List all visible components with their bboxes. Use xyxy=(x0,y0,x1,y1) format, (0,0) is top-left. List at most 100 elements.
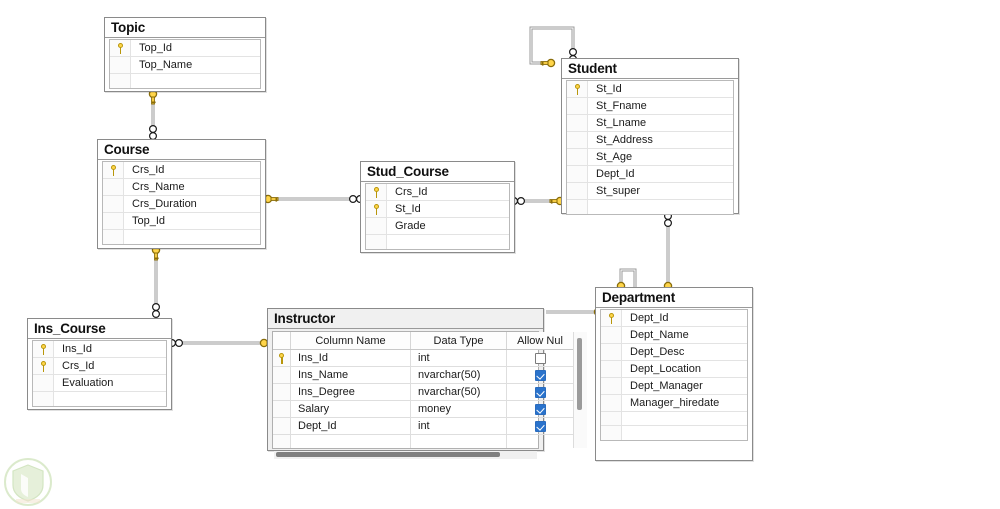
table-row[interactable]: Dept_Id xyxy=(567,166,733,183)
table-row[interactable]: Crs_Id xyxy=(103,162,260,179)
key-icon xyxy=(110,40,131,56)
table-row-empty xyxy=(103,230,260,244)
table-row-empty xyxy=(366,235,509,249)
key-icon xyxy=(273,350,291,366)
table-course[interactable]: Course Crs_Id Crs_Name Crs_Duration Top_… xyxy=(97,139,266,249)
column-name: Salary xyxy=(291,401,411,417)
table-row[interactable]: Dept_Location xyxy=(601,361,747,378)
empty-cell xyxy=(507,435,573,448)
table-ins-course-title: Ins_Course xyxy=(28,319,171,339)
column-name: Top_Id xyxy=(132,215,166,227)
table-row[interactable]: St_super xyxy=(567,183,733,200)
column-name: Crs_Id xyxy=(62,360,95,372)
table-stud-course[interactable]: Stud_Course Crs_Id St_Id Grade xyxy=(360,161,515,253)
column-name: St_super xyxy=(596,185,641,197)
no-key-cell xyxy=(567,115,588,131)
table-row[interactable]: Ins_Name nvarchar(50) xyxy=(273,367,573,384)
shield-watermark xyxy=(4,458,52,506)
header-data-type: Data Type xyxy=(411,332,507,349)
table-row[interactable]: Salary money xyxy=(273,401,573,418)
no-key-cell xyxy=(567,200,588,214)
scrollbar-thumb[interactable] xyxy=(577,338,582,410)
table-row[interactable]: Ins_Degree nvarchar(50) xyxy=(273,384,573,401)
no-key-cell xyxy=(567,149,588,165)
column-name: Ins_Degree xyxy=(291,384,411,400)
instructor-grid-header: Column Name Data Type Allow Nul xyxy=(273,332,573,350)
table-row[interactable]: Ins_Id int xyxy=(273,350,573,367)
table-row[interactable]: St_Fname xyxy=(567,98,733,115)
column-name: Dept_Name xyxy=(630,329,689,341)
table-row[interactable]: St_Address xyxy=(567,132,733,149)
empty-cell xyxy=(411,435,507,448)
table-row[interactable]: Dept_Name xyxy=(601,327,747,344)
column-name: St_Fname xyxy=(596,100,647,112)
table-stud-course-title: Stud_Course xyxy=(361,162,514,182)
instructor-grid[interactable]: Column Name Data Type Allow Nul Ins_Id i… xyxy=(272,331,587,449)
table-row[interactable]: Evaluation xyxy=(33,375,166,392)
scrollbar-thumb[interactable] xyxy=(276,452,500,457)
table-row[interactable]: Crs_Id xyxy=(33,358,166,375)
table-row[interactable]: Top_Name xyxy=(110,57,260,74)
no-key-cell xyxy=(273,384,291,400)
instructor-grid-main: Column Name Data Type Allow Nul Ins_Id i… xyxy=(273,332,573,448)
table-row[interactable]: Dept_Manager xyxy=(601,378,747,395)
allow-nulls-checkbox[interactable] xyxy=(507,384,573,400)
key-icon xyxy=(567,81,588,97)
column-name: St_Address xyxy=(596,134,653,146)
column-name: St_Id xyxy=(596,83,622,95)
relationship-key-topic-course xyxy=(148,89,158,105)
no-key-cell xyxy=(601,361,622,377)
column-name: St_Age xyxy=(596,151,633,163)
table-row[interactable]: Dept_Id int xyxy=(273,418,573,435)
column-name: Dept_Manager xyxy=(630,380,703,392)
table-row[interactable]: Ins_Id xyxy=(33,341,166,358)
table-topic[interactable]: Topic Top_Id Top_Name xyxy=(104,17,266,92)
table-topic-columns: Top_Id Top_Name xyxy=(109,39,261,89)
table-row[interactable]: St_Lname xyxy=(567,115,733,132)
no-key-cell xyxy=(33,392,54,406)
allow-nulls-checkbox[interactable] xyxy=(507,401,573,417)
table-row[interactable]: Crs_Duration xyxy=(103,196,260,213)
table-row[interactable]: Grade xyxy=(366,218,509,235)
column-name: Dept_Id xyxy=(596,168,635,180)
header-key-col xyxy=(273,332,291,349)
table-row[interactable]: Manager_hiredate xyxy=(601,395,747,412)
table-ins-course[interactable]: Ins_Course Ins_Id Crs_Id Evaluation xyxy=(27,318,172,410)
table-row[interactable]: Dept_Desc xyxy=(601,344,747,361)
allow-nulls-checkbox[interactable] xyxy=(507,418,573,434)
table-row[interactable]: Crs_Id xyxy=(366,184,509,201)
column-name: Ins_Id xyxy=(291,350,411,366)
table-row[interactable]: Top_Id xyxy=(103,213,260,230)
column-name: Top_Id xyxy=(139,42,173,54)
table-row[interactable]: Crs_Name xyxy=(103,179,260,196)
table-department[interactable]: Department Dept_Id Dept_Name Dept_Desc D… xyxy=(595,287,753,461)
table-row[interactable]: Top_Id xyxy=(110,40,260,57)
table-row[interactable]: St_Id xyxy=(366,201,509,218)
instructor-vertical-scrollbar[interactable] xyxy=(573,332,587,448)
column-name: Dept_Id xyxy=(291,418,411,434)
table-row[interactable]: Dept_Id xyxy=(601,310,747,327)
no-key-cell xyxy=(601,426,622,440)
key-icon xyxy=(601,310,622,326)
table-course-columns: Crs_Id Crs_Name Crs_Duration Top_Id xyxy=(102,161,261,245)
key-icon xyxy=(103,162,124,178)
table-instructor[interactable]: Instructor Column Name Data Type Allow N… xyxy=(267,308,587,459)
allow-nulls-checkbox[interactable] xyxy=(507,367,573,383)
table-row-empty xyxy=(567,200,733,214)
no-key-cell xyxy=(273,435,291,448)
table-student[interactable]: Student St_Id St_Fname St_Lname St_Addre… xyxy=(561,58,739,215)
key-icon xyxy=(33,358,54,374)
table-row[interactable]: St_Id xyxy=(567,81,733,98)
instructor-horizontal-scrollbar[interactable] xyxy=(274,451,537,459)
table-row[interactable]: St_Age xyxy=(567,149,733,166)
no-key-cell xyxy=(103,179,124,195)
table-course-title: Course xyxy=(98,140,265,160)
table-stud-course-columns: Crs_Id St_Id Grade xyxy=(365,183,510,250)
no-key-cell xyxy=(103,230,124,244)
allow-nulls-checkbox[interactable] xyxy=(507,350,573,366)
no-key-cell xyxy=(273,418,291,434)
column-name: Dept_Desc xyxy=(630,346,685,358)
data-type: int xyxy=(411,350,507,366)
table-row-empty xyxy=(33,392,166,406)
